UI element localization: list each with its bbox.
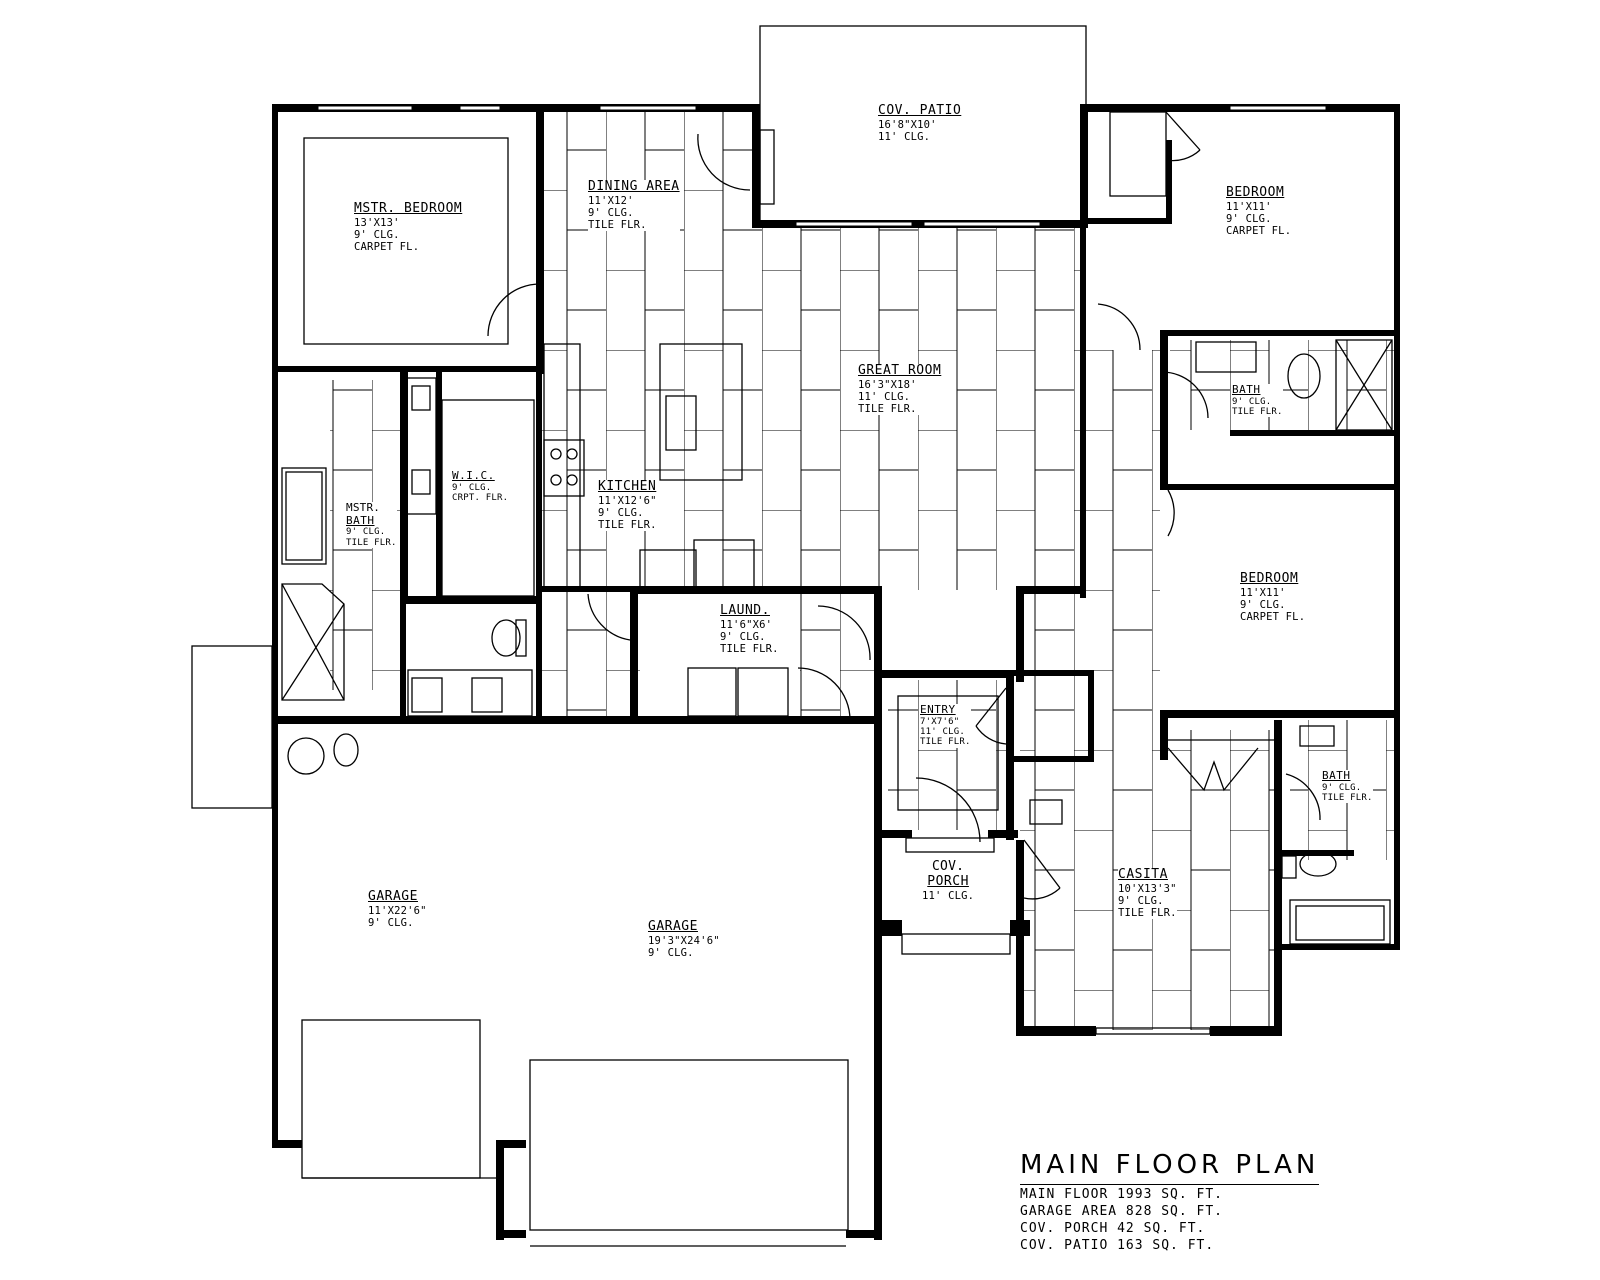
room-name-line2: BATH [346,513,375,527]
room-floor: TILE FLR. [346,537,397,548]
room-floor: TILE FLR. [588,219,647,232]
windows [317,105,1327,227]
room-floor: TILE FLR. [598,519,657,532]
fixtures [191,111,1393,1247]
room-name: BEDROOM [1226,185,1285,200]
area-cov-patio: COV. PATIO 163 SQ. FT. [1020,1238,1215,1253]
area-cov-porch: COV. PORCH 42 SQ. FT. [1020,1221,1206,1236]
room-floor: TILE FLR. [858,403,917,416]
room-floor: TILE FLR. [920,737,971,748]
room-ceiling: 9' CLG. [720,631,766,643]
room-ceiling: 9' CLG. [452,482,492,493]
room-name: BEDROOM [1240,571,1299,586]
room-label-cov-porch: COV. PORCH 11' CLG. [922,859,975,902]
room-ceiling: 11' CLG. [922,889,975,902]
room-label-entry: ENTRY 7'X7'6" 11' CLG. TILE FLR. [920,703,971,748]
room-floor: CARPET FL. [1240,611,1306,624]
room-floor: TILE FLR. [720,643,779,656]
room-name: BATH [1322,769,1351,782]
room-ceiling: 11' CLG. [920,726,965,737]
room-ceiling: 11' CLG. [878,131,931,143]
room-ceiling: 9' CLG. [1118,895,1164,907]
room-label-bath-1: BATH 9' CLG. TILE FLR. [1232,383,1283,418]
room-dims: 16'3"X18' [858,378,917,391]
room-label-bath-2: BATH 9' CLG. TILE FLR. [1322,769,1373,804]
room-name: BATH [1232,383,1261,396]
room-label-laund: LAUND. 11'6"X6' 9' CLG. TILE FLR. [720,603,779,656]
room-dims: 11'X11' [1226,200,1272,213]
room-name-line1: COV. [932,859,965,874]
room-floor: CARPET FL. [1226,225,1292,238]
room-floor: CARPET FL. [354,241,420,254]
room-ceiling: 9' CLG. [598,507,644,519]
room-label-cov-patio: COV. PATIO 16'8"X10' 11' CLG. [878,103,962,143]
room-ceiling: 9' CLG. [1232,396,1272,407]
room-name: MSTR. BEDROOM [354,201,463,216]
room-dims: 11'6"X6' [720,618,773,631]
room-name: LAUND. [720,603,770,618]
room-name: GREAT ROOM [858,363,942,378]
room-dims: 13'X13' [354,216,400,229]
room-label-bedroom-1: BEDROOM 11'X11' 9' CLG. CARPET FL. [1226,185,1292,238]
room-label-great-room: GREAT ROOM 16'3"X18' 11' CLG. TILE FLR. [858,363,942,416]
room-ceiling: 9' CLG. [354,229,400,241]
room-name: DINING AREA [588,179,680,194]
room-dims: 11'X12' [588,194,634,207]
room-label-mstr-bedroom: MSTR. BEDROOM 13'X13' 9' CLG. CARPET FL. [354,201,463,254]
room-ceiling: 9' CLG. [1226,213,1272,225]
room-name: GARAGE [368,889,418,904]
walls [272,104,1400,1240]
room-name: KITCHEN [598,479,657,494]
area-main-floor: MAIN FLOOR 1993 SQ. FT. [1020,1187,1224,1202]
room-name: CASITA [1118,867,1168,882]
room-label-wic: W.I.C. 9' CLG. CRPT. FLR. [452,469,509,503]
room-name: W.I.C. [452,469,495,482]
room-dims: 11'X11' [1240,586,1286,599]
room-ceiling: 9' CLG. [1322,782,1362,793]
area-garage: GARAGE AREA 828 SQ. FT. [1020,1204,1224,1219]
room-label-garage-1: GARAGE 11'X22'6" 9' CLG. [368,889,427,929]
room-name-line1: MSTR. [346,501,381,514]
room-dims: 10'X13'3" [1118,882,1177,895]
room-label-mstr-bath: MSTR. BATH 9' CLG. TILE FLR. [346,501,397,548]
room-name: GARAGE [648,919,698,934]
room-dims: 16'8"X10' [878,118,937,131]
room-ceiling: 9' CLG. [346,527,386,538]
room-label-casita: CASITA 10'X13'3" 9' CLG. TILE FLR. [1118,867,1177,920]
room-floor: TILE FLR. [1322,792,1373,803]
room-dims: 11'X12'6" [598,494,657,507]
room-dims: 7'X7'6" [920,716,960,727]
room-ceiling: 9' CLG. [368,917,414,929]
room-ceiling: 9' CLG. [588,207,634,219]
room-dims: 19'3"X24'6" [648,934,720,947]
room-label-dining-area: DINING AREA 11'X12' 9' CLG. TILE FLR. [588,179,680,232]
plan-title: MAIN FLOOR PLAN [1020,1150,1320,1185]
title-block: MAIN FLOOR PLAN MAIN FLOOR 1993 SQ. FT. … [1020,1150,1320,1253]
room-ceiling: 11' CLG. [858,391,911,403]
room-name: COV. PATIO [878,103,962,118]
room-dims: 11'X22'6" [368,904,427,917]
room-label-kitchen: KITCHEN 11'X12'6" 9' CLG. TILE FLR. [598,479,657,532]
room-floor: TILE FLR. [1118,907,1177,920]
room-ceiling: 9' CLG. [648,947,694,959]
room-label-bedroom-2: BEDROOM 11'X11' 9' CLG. CARPET FL. [1240,571,1306,624]
room-label-garage-2: GARAGE 19'3"X24'6" 9' CLG. [648,919,720,959]
room-ceiling: 9' CLG. [1240,599,1286,611]
room-name: ENTRY [920,703,956,716]
room-name-line2: PORCH [927,873,969,889]
room-floor: CRPT. FLR. [452,492,509,503]
room-floor: TILE FLR. [1232,406,1283,417]
